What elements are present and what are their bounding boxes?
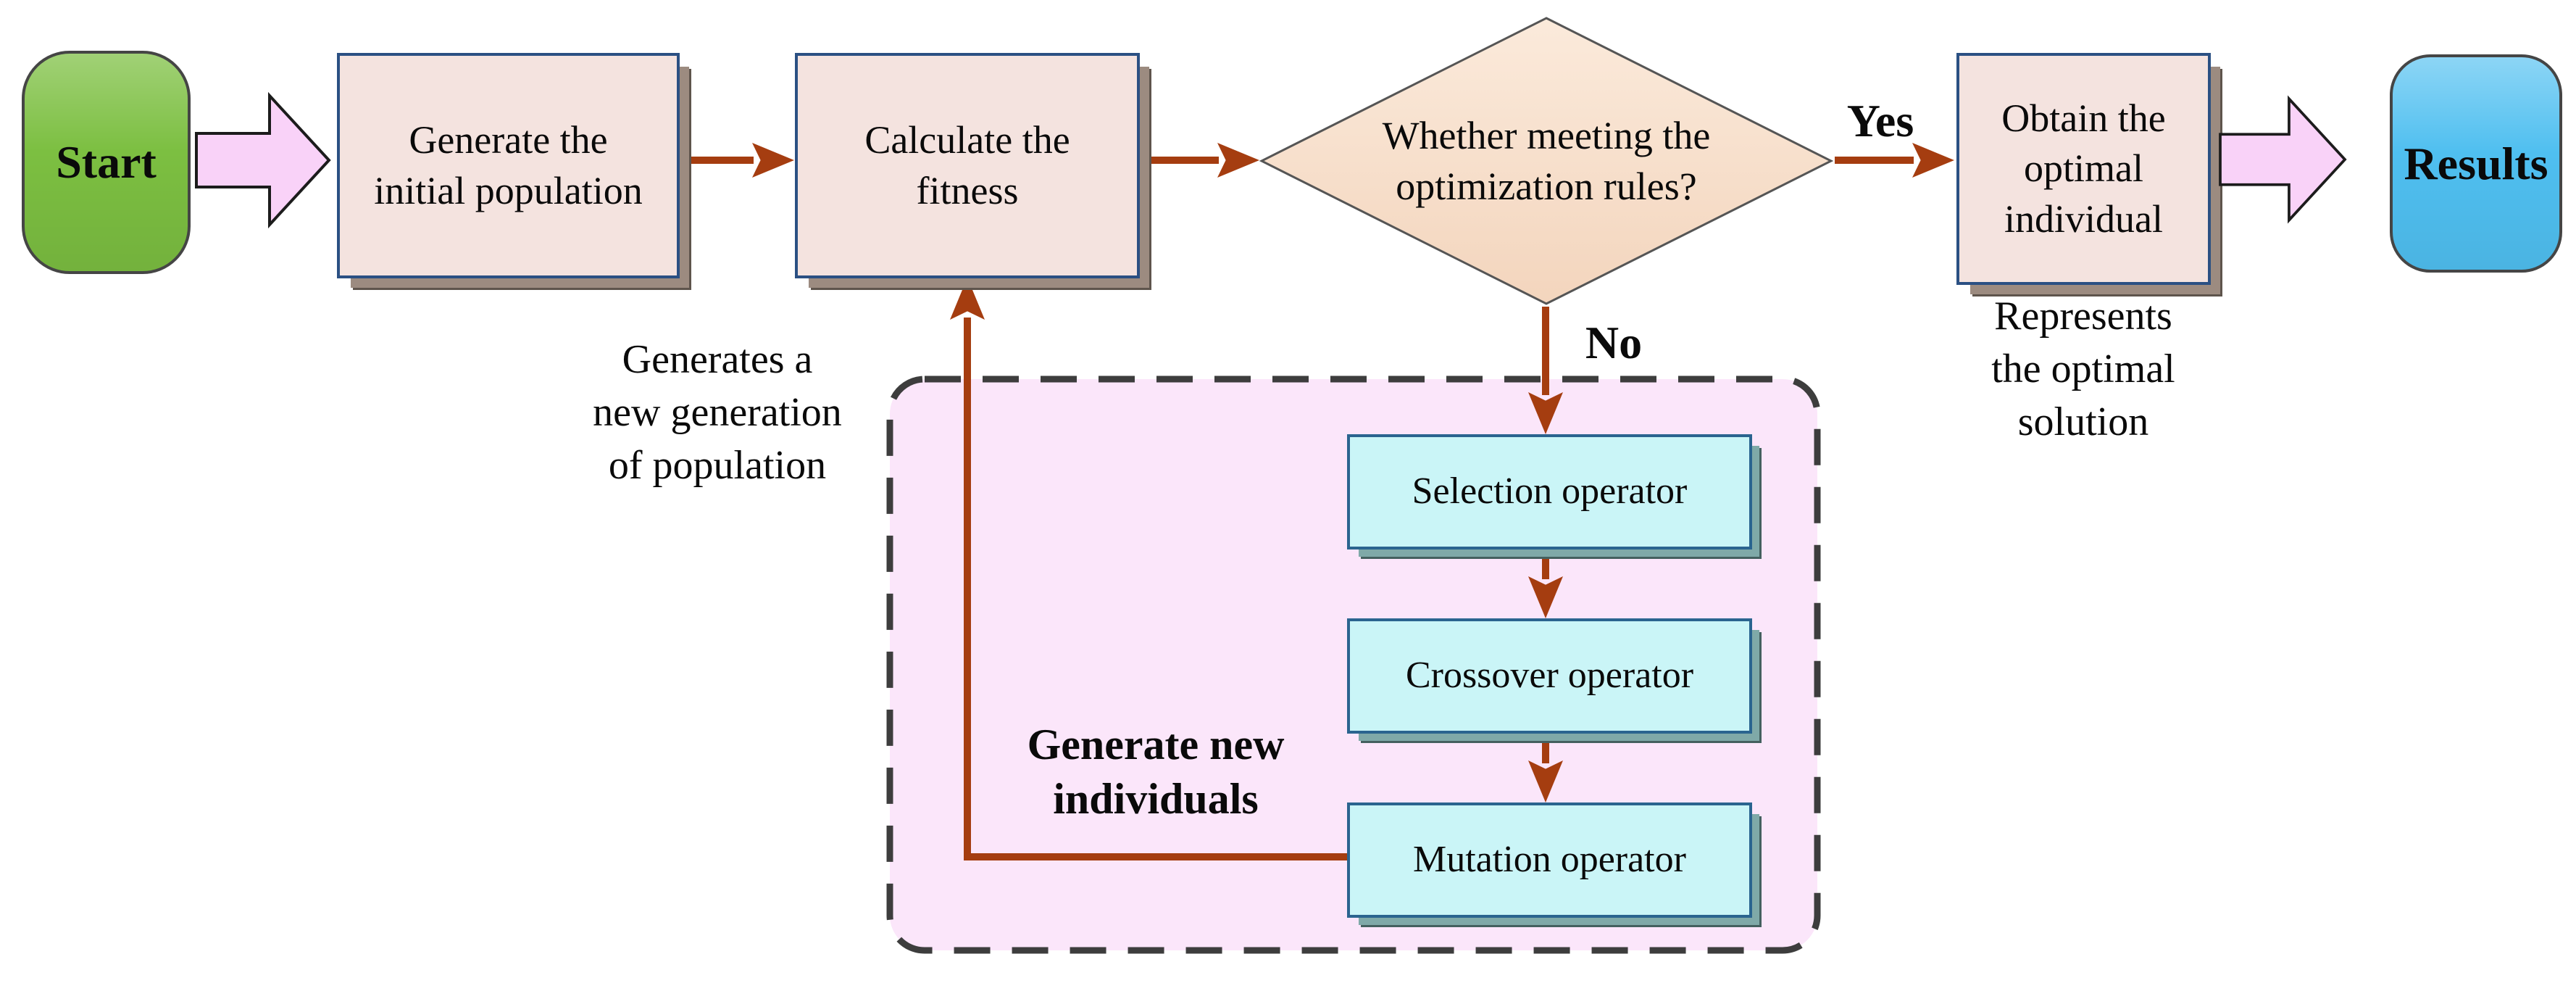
connector-selection-to-crossover: [1542, 548, 1549, 579]
connector-calculate-to-decision: [1140, 157, 1219, 164]
block-arrow-icon: [195, 91, 331, 229]
optimal-solution-note: Represents the optimal solution: [1991, 294, 2175, 444]
connector-decision-to-obtain: [1835, 157, 1914, 164]
start-node: Start: [22, 51, 191, 274]
generate-new-individuals-label: Generate new individuals: [1027, 721, 1285, 823]
arrowhead-up-icon: [950, 278, 985, 320]
arrowhead-right-icon: [1217, 143, 1259, 178]
decision-label: Whether meeting the optimization rules?: [1382, 113, 1711, 208]
operator-label: Mutation operator: [1413, 839, 1686, 881]
results-label: Results: [2404, 137, 2548, 189]
start-label: Start: [56, 136, 157, 188]
decision-diamond: Whether meeting the optimization rules?: [1259, 16, 1833, 306]
process-label: Calculate the fitness: [864, 118, 1070, 212]
process-generate-initial-population: Generate the initial population: [337, 53, 680, 278]
block-arrow-icon: [2219, 95, 2347, 224]
operator-selection: Selection operator: [1347, 434, 1752, 549]
connector-feedback-vertical: [964, 318, 971, 860]
process-obtain-optimal-individual: Obtain the optimal individual: [1956, 53, 2211, 285]
process-label: Obtain the optimal individual: [2001, 96, 2166, 241]
connector-no-branch: [1542, 307, 1549, 395]
operator-mutation: Mutation operator: [1347, 802, 1752, 918]
new-generation-note: Generates a new generation of population: [593, 337, 842, 488]
connector-crossover-to-mutation: [1542, 732, 1549, 763]
operator-label: Selection operator: [1412, 470, 1688, 513]
connector-feedback-horizontal: [964, 853, 1349, 860]
diamond-shape-icon: [1259, 17, 1833, 305]
arrowhead-right-icon: [752, 143, 794, 178]
connector-generate-to-calculate: [678, 157, 754, 164]
operator-label: Crossover operator: [1405, 655, 1694, 697]
yes-label: Yes: [1846, 95, 1914, 146]
no-label: No: [1585, 317, 1643, 368]
process-label: Generate the initial population: [374, 118, 643, 212]
operator-crossover: Crossover operator: [1347, 618, 1752, 734]
results-node: Results: [2390, 54, 2562, 273]
process-calculate-fitness: Calculate the fitness: [795, 53, 1140, 278]
arrowhead-right-icon: [1912, 143, 1954, 178]
